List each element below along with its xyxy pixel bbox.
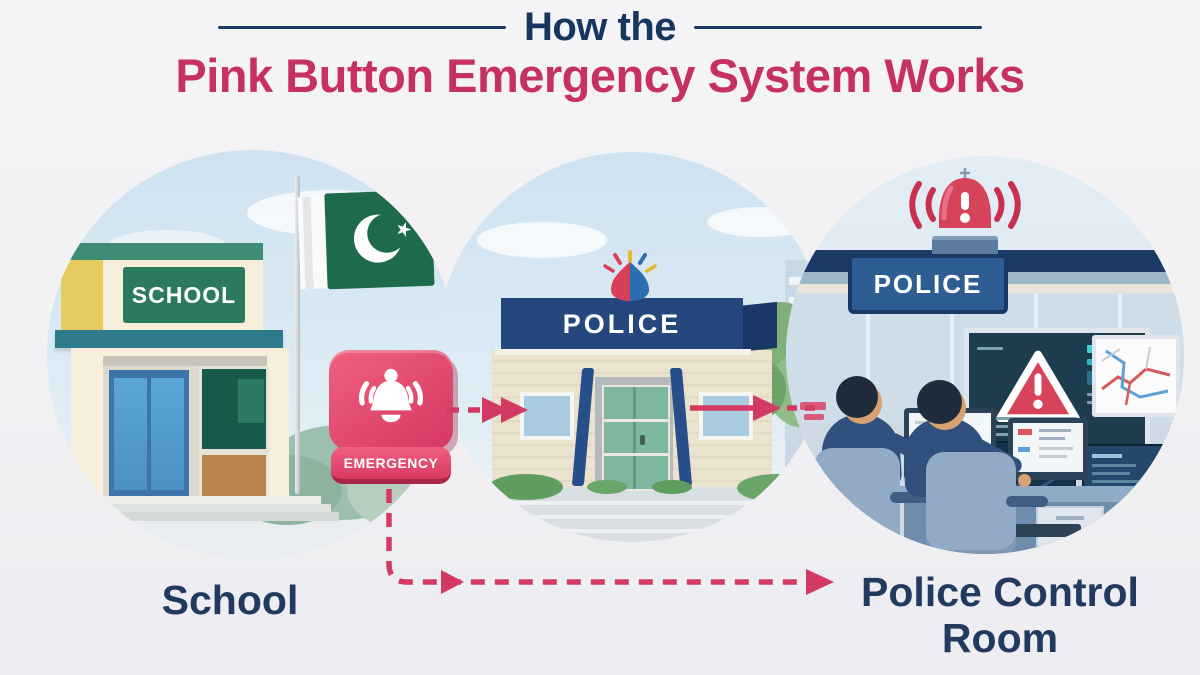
door-split	[633, 387, 636, 489]
bell-icon	[358, 368, 424, 423]
office-chair	[814, 448, 900, 554]
grass	[652, 480, 692, 494]
wall-marker	[800, 402, 826, 410]
alarm-pedestal	[932, 236, 998, 258]
alarm-bell-icon	[909, 168, 1021, 229]
screen-line	[977, 347, 1003, 350]
map-screen	[1092, 335, 1180, 417]
drawer-handle	[1056, 516, 1084, 520]
door-mullion	[604, 453, 668, 456]
mouse	[1088, 524, 1097, 537]
chalkboard	[199, 366, 269, 452]
station-sign: POLICE	[501, 298, 743, 350]
step	[57, 512, 339, 521]
station-window	[520, 392, 574, 440]
bush	[489, 474, 563, 500]
school-lintel	[103, 356, 267, 366]
chair-armrest	[890, 492, 930, 503]
control-room-sign: POLICE	[848, 254, 1008, 314]
step	[69, 504, 331, 512]
emergency-button-face	[329, 350, 453, 450]
office-chair	[926, 452, 1016, 554]
door-mullion	[604, 419, 668, 422]
desk-monitor	[1008, 418, 1088, 480]
title-divider-left	[217, 25, 506, 29]
officer-hand	[1018, 474, 1031, 487]
step	[83, 496, 321, 504]
notice-board	[199, 452, 269, 502]
page-title: Pink Button Emergency System Works	[175, 49, 1025, 102]
station-door	[602, 385, 670, 491]
title-prefix: How the	[523, 4, 677, 49]
pakistan-flag: ★	[297, 189, 435, 290]
station-sign-edge	[495, 349, 751, 355]
door-panel	[114, 378, 147, 490]
chair-armrest	[1006, 496, 1048, 507]
flag-pole	[295, 176, 300, 494]
alert-list-graphic	[1018, 429, 1073, 458]
svg-text:★: ★	[392, 217, 415, 242]
emergency-label: EMERGENCY	[331, 447, 451, 484]
police-station-scene-circle: POLICE	[437, 152, 827, 542]
station-door-frame	[595, 377, 673, 491]
title-row: How the	[0, 2, 1200, 52]
officer-hair	[836, 376, 878, 418]
grass	[587, 480, 627, 494]
school-awning	[55, 330, 283, 348]
desk-monitor-screen	[1013, 423, 1083, 472]
door-handle	[640, 435, 645, 445]
control-room-scene-circle: POLICE	[786, 156, 1184, 554]
road-line	[437, 515, 827, 519]
chalkboard-inner	[238, 379, 264, 423]
station-window	[699, 392, 753, 440]
map-graphic	[1101, 346, 1171, 406]
cloud	[707, 207, 817, 237]
wall-marker	[804, 414, 824, 420]
monitor-data	[1092, 454, 1140, 483]
school-side-wall	[61, 260, 103, 330]
school-roof	[61, 243, 263, 260]
cloud	[477, 222, 607, 258]
school-caption: School	[161, 577, 299, 623]
station-siren-icon	[603, 250, 657, 301]
emergency-button: EMERGENCY	[329, 350, 453, 486]
control-room-caption: Police Control Room	[861, 569, 1139, 661]
station-sign-wing	[737, 301, 777, 353]
road-line	[437, 529, 827, 533]
arrowhead	[441, 570, 464, 594]
keyboard	[1104, 518, 1174, 529]
school-sign: SCHOOL	[123, 267, 245, 323]
warning-triangle-icon	[996, 350, 1080, 422]
door-panel	[151, 378, 184, 490]
title-divider-right	[694, 25, 983, 29]
officer-hair	[917, 380, 962, 424]
school-door	[109, 370, 189, 496]
